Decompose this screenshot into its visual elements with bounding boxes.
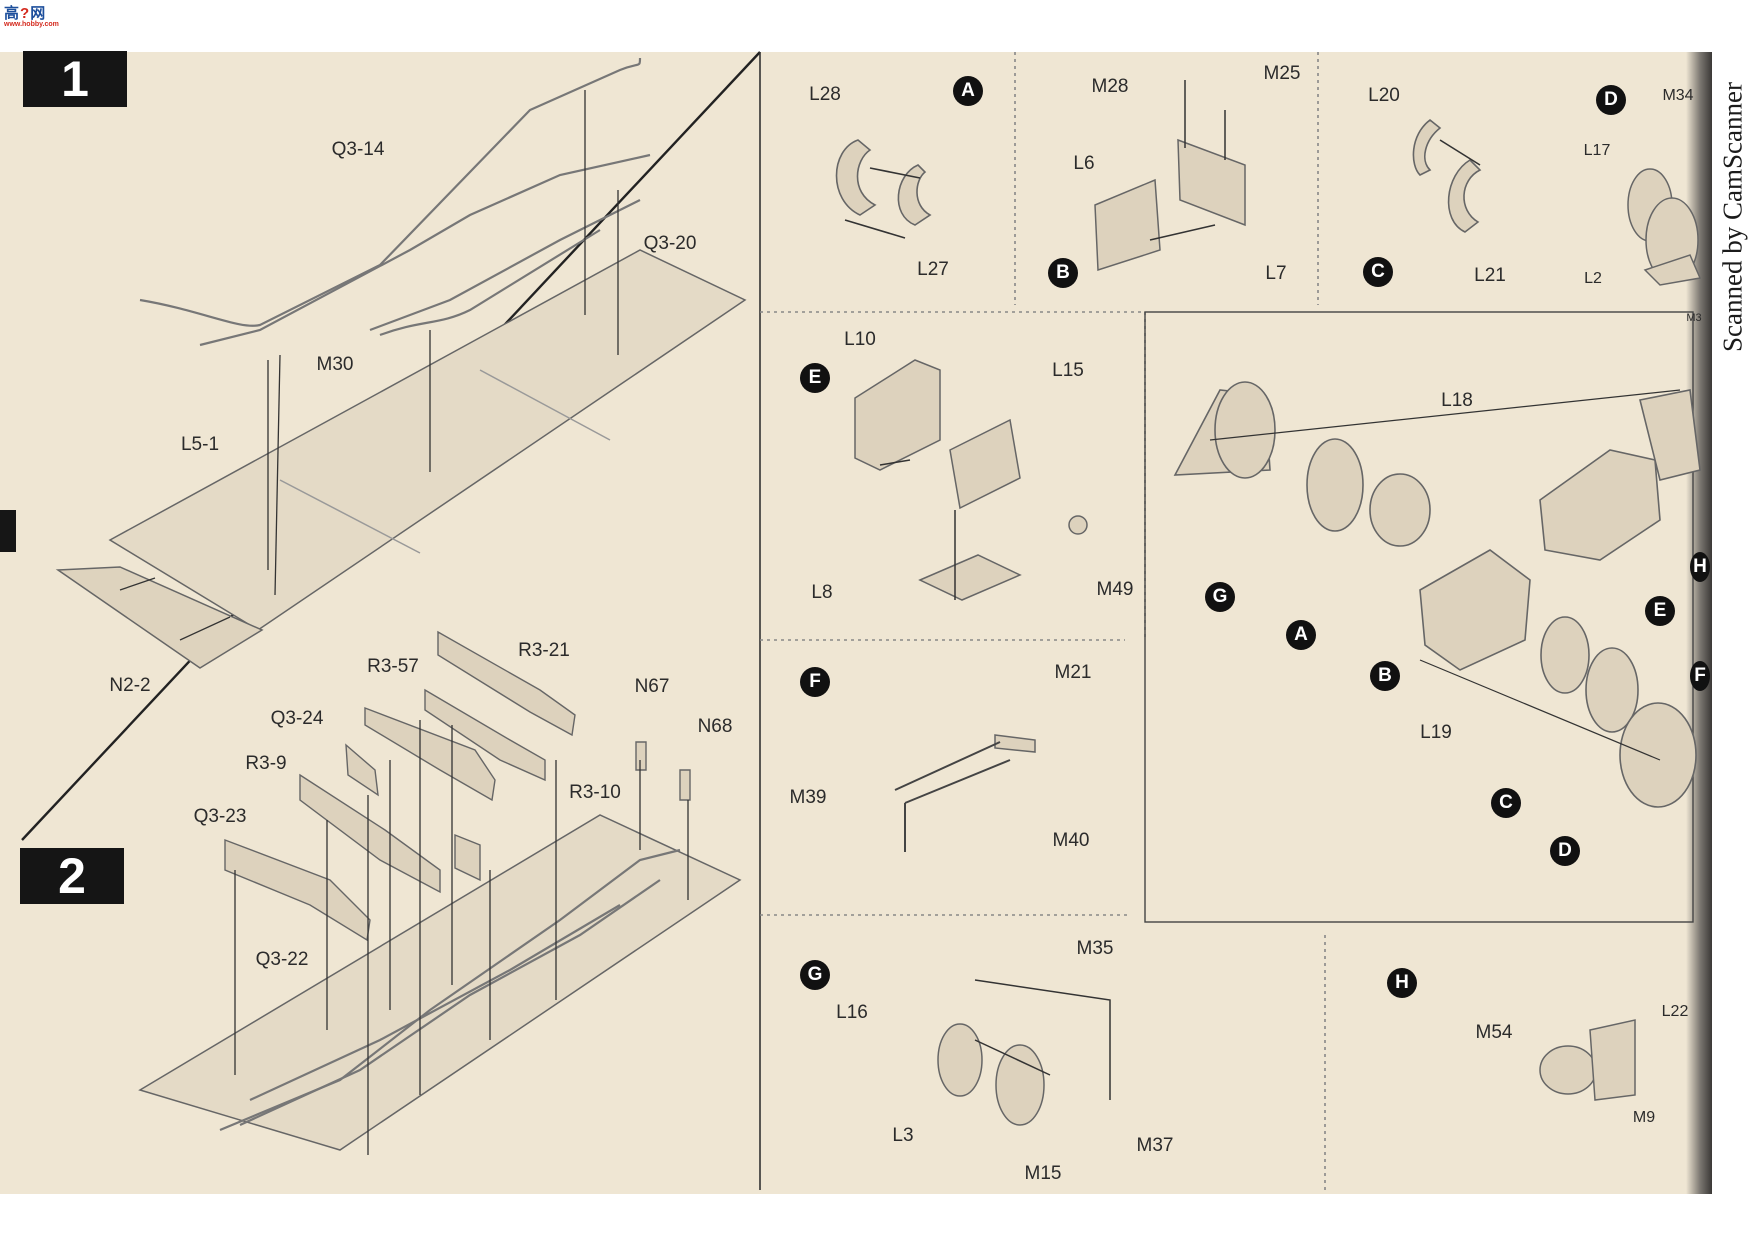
- part-label-r3-21: R3-21: [518, 640, 570, 661]
- part-label-r3-57: R3-57: [367, 656, 419, 677]
- part-label-r3-10: R3-10: [569, 782, 621, 803]
- subassembly-badge-a: A: [953, 76, 983, 106]
- page-edge-tab: [0, 510, 16, 552]
- step-number-2: 2: [20, 848, 124, 904]
- subassembly-f-drawing: [894, 734, 1036, 852]
- step2-arrows: [234, 720, 689, 1155]
- part-label-n68: N68: [697, 716, 733, 737]
- final-badge-e: E: [1645, 596, 1675, 626]
- final-badge-c: C: [1491, 788, 1521, 818]
- step2-brackets: [224, 630, 691, 942]
- scanner-watermark: Scanned by CamScanner: [1717, 82, 1748, 352]
- part-label-l15: L15: [1052, 360, 1084, 381]
- part-label-q3-24: Q3-24: [270, 708, 324, 729]
- part-label-l18: L18: [1441, 390, 1473, 411]
- final-badge-f: F: [1690, 661, 1710, 691]
- subassembly-e-drawing: [854, 359, 1088, 601]
- part-label-l21: L21: [1474, 265, 1506, 286]
- part-label-m30: M30: [316, 354, 354, 375]
- part-label-m15: M15: [1024, 1163, 1062, 1184]
- step2-hull-pipes: [219, 848, 681, 1132]
- part-label-l20: L20: [1368, 85, 1400, 106]
- part-label-q3-14: Q3-14: [331, 139, 385, 160]
- subassembly-d-drawing: [1627, 168, 1702, 286]
- part-label-l27: L27: [917, 259, 949, 280]
- part-label-n67: N67: [634, 676, 670, 697]
- subassembly-badge-c: C: [1363, 257, 1393, 287]
- subassembly-badge-g: G: [800, 960, 830, 990]
- part-label-l7: L7: [1265, 263, 1287, 284]
- subassembly-c-drawing: [1412, 118, 1482, 233]
- step-number-1: 1: [23, 51, 127, 107]
- final-assembly-frame: [1144, 311, 1694, 923]
- part-label-q3-22: Q3-22: [255, 949, 309, 970]
- final-badge-d: D: [1550, 836, 1580, 866]
- part-label-l6: L6: [1073, 153, 1095, 174]
- subassembly-b-drawing: [1094, 80, 1246, 272]
- step1-floor: [55, 249, 747, 669]
- site-logo: 高?网 www.hobby.com: [4, 2, 70, 36]
- part-label-m37: M37: [1136, 1135, 1174, 1156]
- part-label-l17: L17: [1583, 142, 1611, 159]
- part-label-q3-23: Q3-23: [193, 806, 247, 827]
- final-assembly-drawing: [1173, 381, 1701, 808]
- final-badge-g: G: [1205, 582, 1235, 612]
- part-label-m3: M3: [1686, 312, 1702, 324]
- final-badge-a: A: [1286, 620, 1316, 650]
- subassembly-badge-h: H: [1387, 968, 1417, 998]
- part-label-m34: M34: [1662, 87, 1694, 104]
- part-label-m49: M49: [1096, 579, 1134, 600]
- part-label-l10: L10: [844, 329, 876, 350]
- part-label-l2: L2: [1584, 270, 1602, 287]
- part-label-m9: M9: [1632, 1109, 1656, 1126]
- part-label-m40: M40: [1052, 830, 1090, 851]
- subassembly-badge-e: E: [800, 363, 830, 393]
- final-badge-b: B: [1370, 661, 1400, 691]
- part-label-l16: L16: [836, 1002, 868, 1023]
- part-label-l19: L19: [1420, 722, 1452, 743]
- site-logo-url: www.hobby.com: [4, 21, 59, 28]
- site-logo-text: 高?网: [4, 5, 47, 22]
- step1-arrows: [119, 90, 619, 641]
- part-label-m35: M35: [1076, 938, 1114, 959]
- assembly-diagram: [21, 51, 1702, 1190]
- subassembly-badge-d: D: [1596, 85, 1626, 115]
- part-label-m21: M21: [1054, 662, 1092, 683]
- part-label-l5-1: L5-1: [180, 434, 220, 455]
- part-label-l22: L22: [1661, 1003, 1689, 1020]
- part-label-m25: M25: [1263, 63, 1301, 84]
- part-label-n2-2: N2-2: [109, 675, 151, 696]
- step1-hull-pipes: [139, 57, 651, 347]
- part-label-m54: M54: [1475, 1022, 1513, 1043]
- subassembly-h-drawing: [1539, 1019, 1636, 1101]
- part-label-l8: L8: [811, 582, 833, 603]
- final-badge-h: H: [1690, 552, 1710, 582]
- subassembly-badge-f: F: [800, 667, 830, 697]
- part-label-q3-20: Q3-20: [643, 233, 697, 254]
- subassembly-g-drawing: [937, 979, 1111, 1126]
- subassembly-a-drawing: [835, 139, 932, 239]
- part-label-l28: L28: [809, 84, 841, 105]
- part-label-m28: M28: [1091, 76, 1129, 97]
- part-label-m39: M39: [789, 787, 827, 808]
- part-label-l3: L3: [892, 1125, 914, 1146]
- part-label-r3-9: R3-9: [245, 753, 287, 774]
- subassembly-badge-b: B: [1048, 258, 1078, 288]
